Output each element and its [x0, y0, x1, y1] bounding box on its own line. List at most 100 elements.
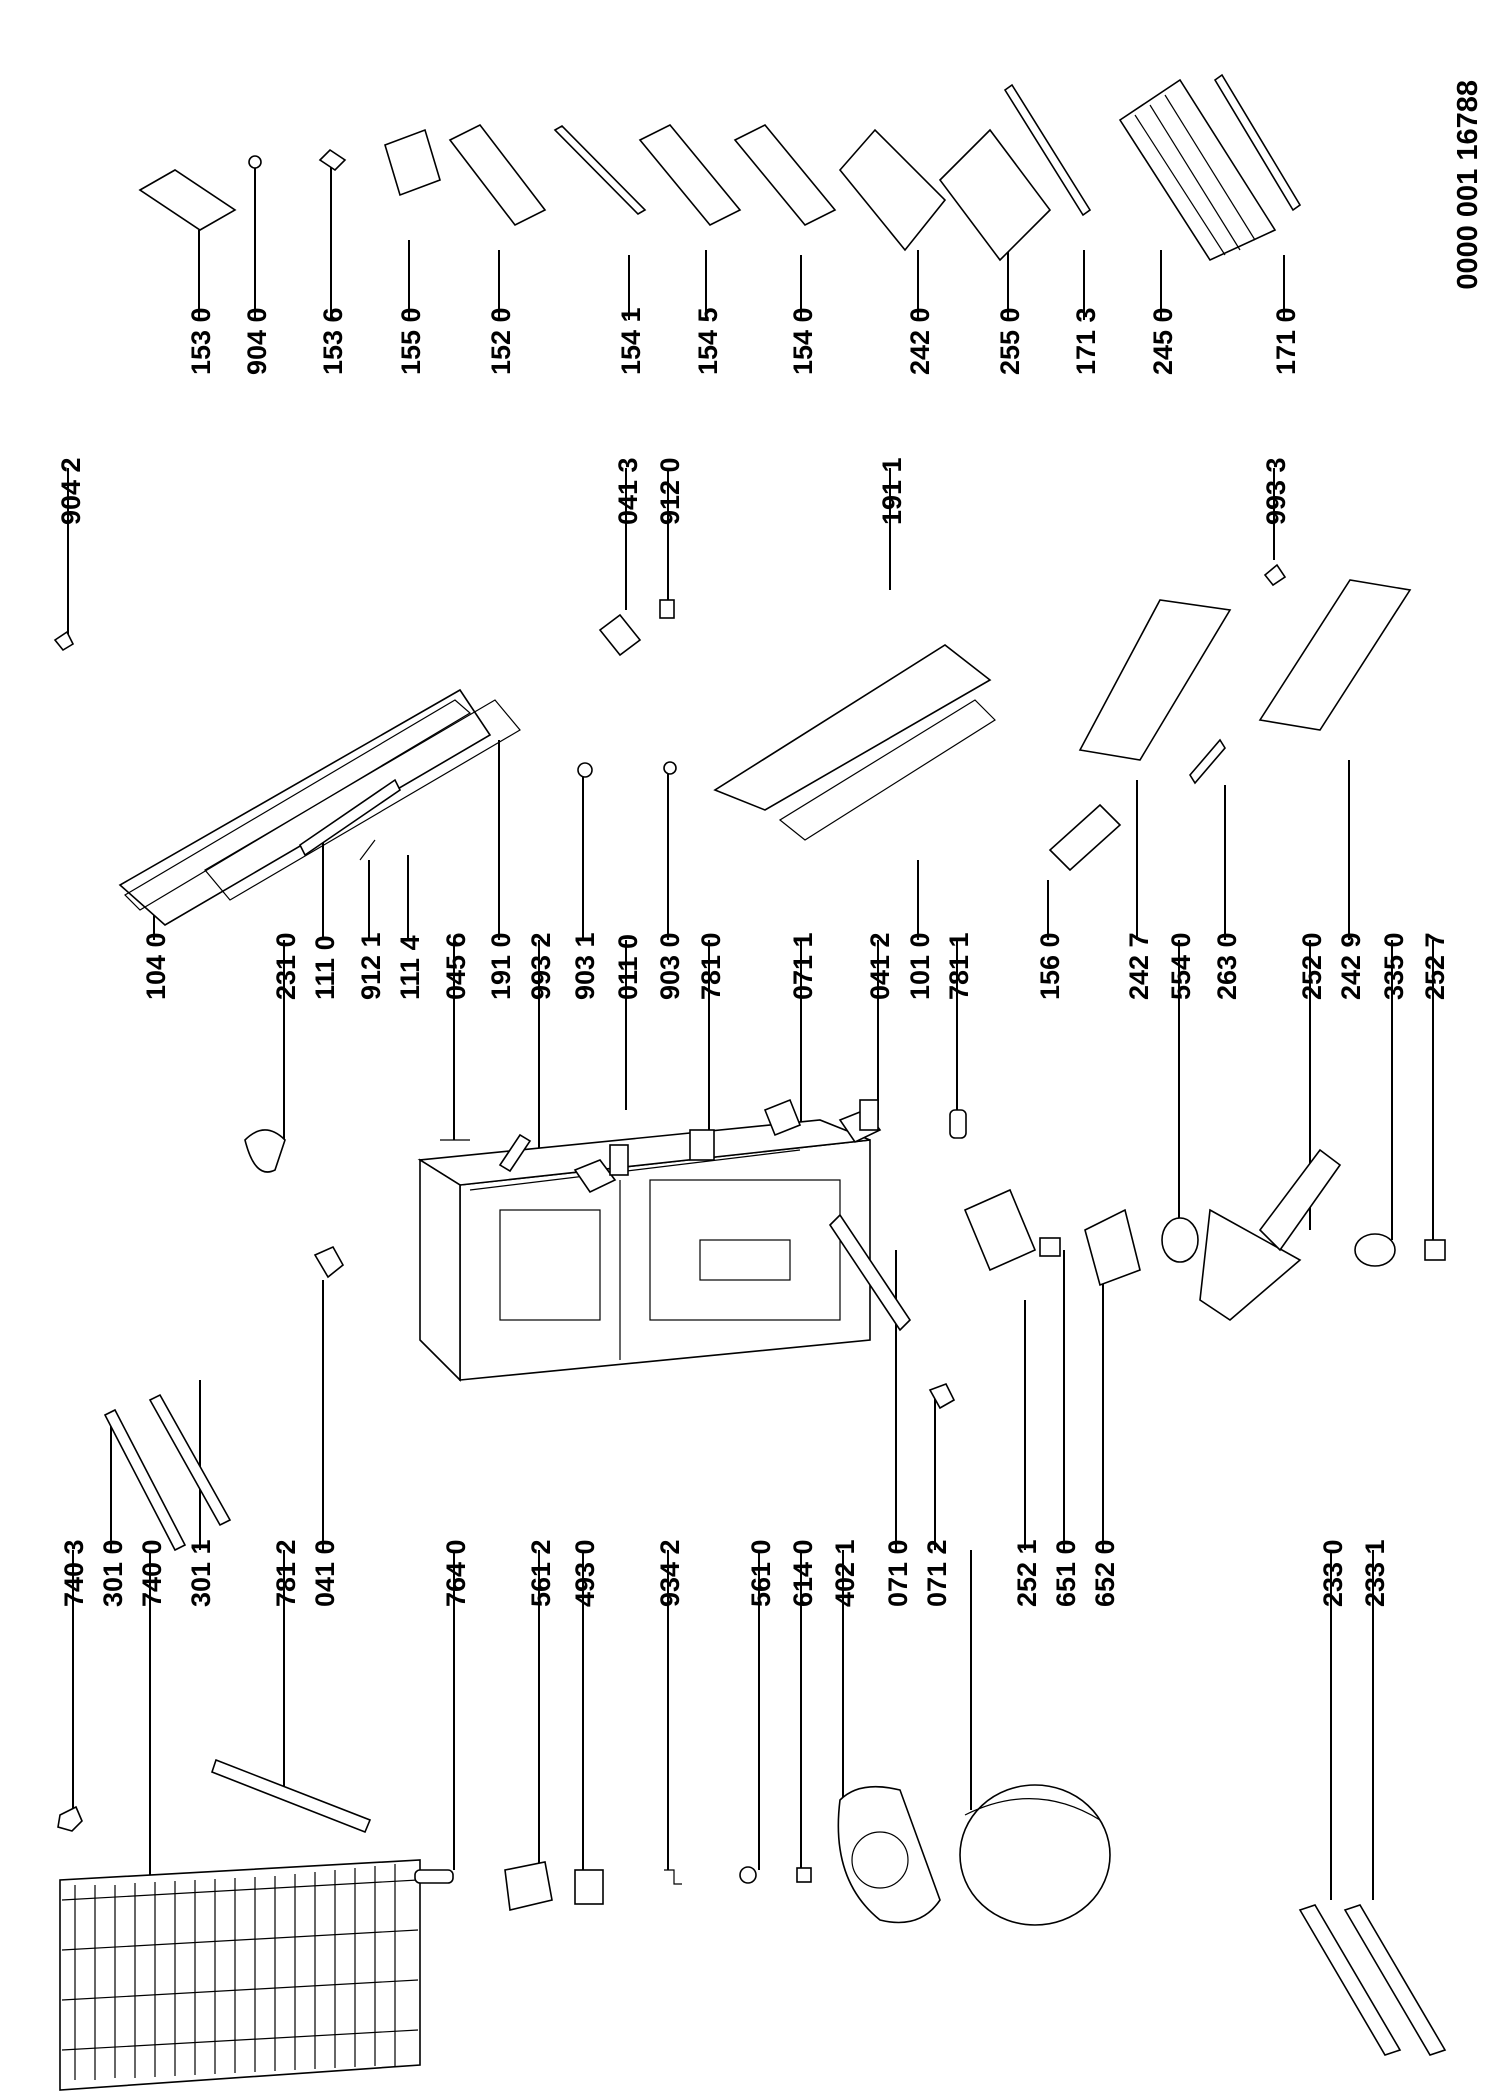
handle-bar	[298, 778, 402, 857]
washer-ring	[248, 155, 262, 169]
hinge-bracket	[313, 1245, 345, 1279]
control-panel	[1199, 1148, 1342, 1322]
part-label: 231 0	[271, 932, 301, 1000]
hinge-washer	[577, 762, 593, 778]
wire-shelf	[1118, 78, 1277, 262]
document-number: 0000 001 16788	[1452, 80, 1484, 290]
part-label: 764 0	[441, 1539, 471, 1607]
part-label: 041 0	[310, 1539, 340, 1607]
condenser-clip	[57, 1805, 83, 1832]
freezer-door-gasket	[204, 699, 521, 901]
small-bracket	[796, 1867, 812, 1883]
condenser-coil	[59, 1859, 421, 2091]
part-label: 651 0	[1051, 1539, 1081, 1607]
base-rail-right	[1343, 1904, 1447, 2056]
part-label: 903 1	[570, 932, 600, 1000]
clip-bracket	[318, 148, 347, 172]
part-label: 154 1	[616, 307, 646, 375]
part-label: 155 0	[396, 307, 426, 375]
drier-filter	[414, 1869, 454, 1884]
compressor	[959, 1784, 1111, 1926]
top-rail-b	[148, 1393, 232, 1527]
part-label: 903 0	[655, 932, 685, 1000]
knob	[1354, 1233, 1396, 1267]
fridge-door-outer	[713, 644, 992, 811]
hinge-pin-cover	[928, 1382, 956, 1410]
right-label-column: 904 2 041 3 912 0 191 1 993 3 153 0 904 …	[56, 307, 1301, 525]
door-bin-b	[638, 123, 742, 227]
part-label: 104 0	[141, 932, 171, 1000]
crisper	[838, 128, 947, 252]
freezer-door-outer	[118, 688, 492, 926]
wire-clip	[664, 1869, 682, 1885]
part-label: 154 0	[788, 307, 818, 375]
part-label: 071 0	[883, 1539, 913, 1607]
part-label: 912 0	[655, 457, 685, 525]
glass-shelf	[938, 128, 1052, 262]
door-bin-a	[448, 123, 547, 227]
part-label: 071 2	[922, 1539, 952, 1607]
leader-lines	[67, 160, 1434, 1920]
hinge-cover	[763, 1098, 802, 1137]
thermostat-housing	[963, 1188, 1037, 1272]
part-label: 154 5	[693, 307, 723, 375]
part-label: 263 0	[1212, 932, 1242, 1000]
shelf-frame-strip	[1003, 83, 1092, 217]
part-label: 152 0	[486, 307, 516, 375]
hinge-part-bottom	[659, 599, 675, 619]
shelf-trim	[553, 125, 647, 215]
part-label: 904 2	[56, 457, 86, 525]
part-label: 242 9	[1336, 932, 1366, 1000]
bottle-holder	[138, 169, 237, 231]
overload-protector	[574, 1869, 604, 1905]
part-label: 171 0	[1271, 307, 1301, 375]
part-label: 242 0	[905, 307, 935, 375]
start-relay	[504, 1861, 553, 1911]
part-label: 912 1	[356, 932, 386, 1000]
part-label: 252 1	[1012, 1539, 1042, 1607]
part-label: 041 3	[613, 457, 643, 525]
hinge-assembly-bottom	[838, 1099, 882, 1144]
part-label: 153 0	[186, 307, 216, 375]
part-label: 255 0	[995, 307, 1025, 375]
hinge-pin	[949, 1109, 967, 1139]
part-label: 993 3	[1261, 457, 1291, 525]
middle-label-column: 104 0 231 0 111 0 912 1 111 4 045 6 191 …	[141, 932, 1450, 1000]
part-label: 191 0	[486, 932, 516, 1000]
part-label: 171 3	[1071, 307, 1101, 375]
part-label: 493 0	[570, 1539, 600, 1607]
part-label: 740 0	[137, 1539, 167, 1607]
door-rail	[828, 1213, 912, 1332]
part-label: 011 0	[613, 934, 643, 1000]
screw	[359, 839, 376, 861]
part-label: 233 0	[1318, 1539, 1348, 1607]
part-label: 153 6	[318, 307, 348, 375]
part-label: 402 1	[830, 1539, 860, 1607]
part-label: 233 1	[1360, 1539, 1390, 1607]
base-rail-left	[1298, 1904, 1402, 2056]
egg-holder	[384, 128, 441, 197]
part-label: 111 0	[310, 935, 340, 1000]
part-label: 252 7	[1420, 932, 1450, 1000]
part-label: 301 0	[98, 1539, 128, 1607]
part-label: 554 0	[1166, 932, 1196, 1000]
lamp-socket	[1039, 1237, 1061, 1257]
clip-small	[1424, 1239, 1446, 1261]
shelf-rail	[1213, 73, 1302, 212]
part-label: 561 2	[526, 1539, 556, 1607]
compressor-mount-plate	[837, 1785, 941, 1924]
part-label: 071 1	[788, 932, 818, 1000]
grommet	[739, 1866, 757, 1884]
part-label: 781 1	[944, 932, 974, 1000]
part-label: 101 0	[905, 932, 935, 1000]
thermostat	[1161, 1217, 1199, 1263]
bracket-clip-a	[498, 1133, 532, 1173]
part-label: 245 0	[1148, 307, 1178, 375]
hinge-assembly-top	[573, 1144, 629, 1194]
vegetable-drawer-lower	[1258, 579, 1412, 731]
hinge-part-top	[598, 613, 642, 657]
door-stop	[663, 761, 677, 775]
small-knob	[1263, 563, 1287, 587]
part-label: 045 6	[441, 932, 471, 1000]
